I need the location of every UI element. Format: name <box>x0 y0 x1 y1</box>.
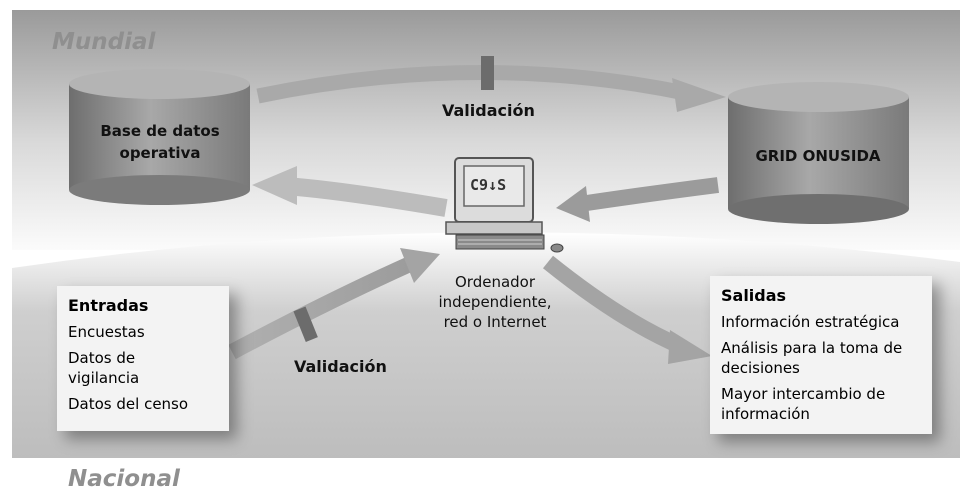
outputs-panel: Salidas Información estratégica Análisis… <box>710 276 932 434</box>
validation-label-bottom: Validación <box>294 357 387 376</box>
inputs-title: Entradas <box>68 296 149 315</box>
arrow-inputs-to-computer <box>228 256 414 360</box>
arrow-from-right-db-head <box>556 186 590 222</box>
arrow-computer-to-outputs-head <box>668 330 712 364</box>
region-label-global: Mundial <box>52 29 156 55</box>
validation-top-marker <box>481 56 494 90</box>
left-database-label: Base de datos operativa <box>100 122 220 162</box>
computer-caption-line: Ordenador <box>454 273 536 291</box>
inputs-item: Datos de vigilancia <box>68 349 140 387</box>
computer-screen-text: C9↓S <box>470 176 507 194</box>
arrow-to-left-db-head <box>252 166 297 205</box>
validation-bottom-marker <box>293 306 318 343</box>
left-database-cylinder <box>69 69 250 205</box>
computer-caption-line: red o Internet <box>443 313 547 331</box>
arrow-inputs-to-computer-head <box>400 248 440 283</box>
right-database-label: GRID ONUSIDA <box>755 147 881 165</box>
right-database-cylinder <box>728 82 909 224</box>
top-arrow <box>256 65 692 104</box>
outputs-item: Análisis para la toma de decisiones <box>721 339 903 377</box>
computer-caption-line: independiente, <box>438 293 552 311</box>
inputs-panel: Entradas Encuestas Datos de vigilancia D… <box>57 286 229 431</box>
arrow-computer-to-outputs <box>542 255 684 354</box>
top-arrow-head <box>672 78 726 112</box>
outputs-item: Información estratégica <box>721 313 900 331</box>
arrow-from-right-db <box>578 177 720 212</box>
inputs-item: Encuestas <box>68 323 145 341</box>
outputs-item: Mayor intercambio de información <box>721 385 886 423</box>
computer-caption: Ordenador independiente, red o Internet <box>430 272 560 332</box>
outputs-title: Salidas <box>721 286 787 305</box>
region-label-national: Nacional <box>68 466 180 492</box>
validation-label-top: Validación <box>442 101 535 120</box>
computer-icon <box>445 157 564 253</box>
arrow-to-left-db <box>284 177 448 217</box>
inputs-item: Datos del censo <box>68 395 189 413</box>
